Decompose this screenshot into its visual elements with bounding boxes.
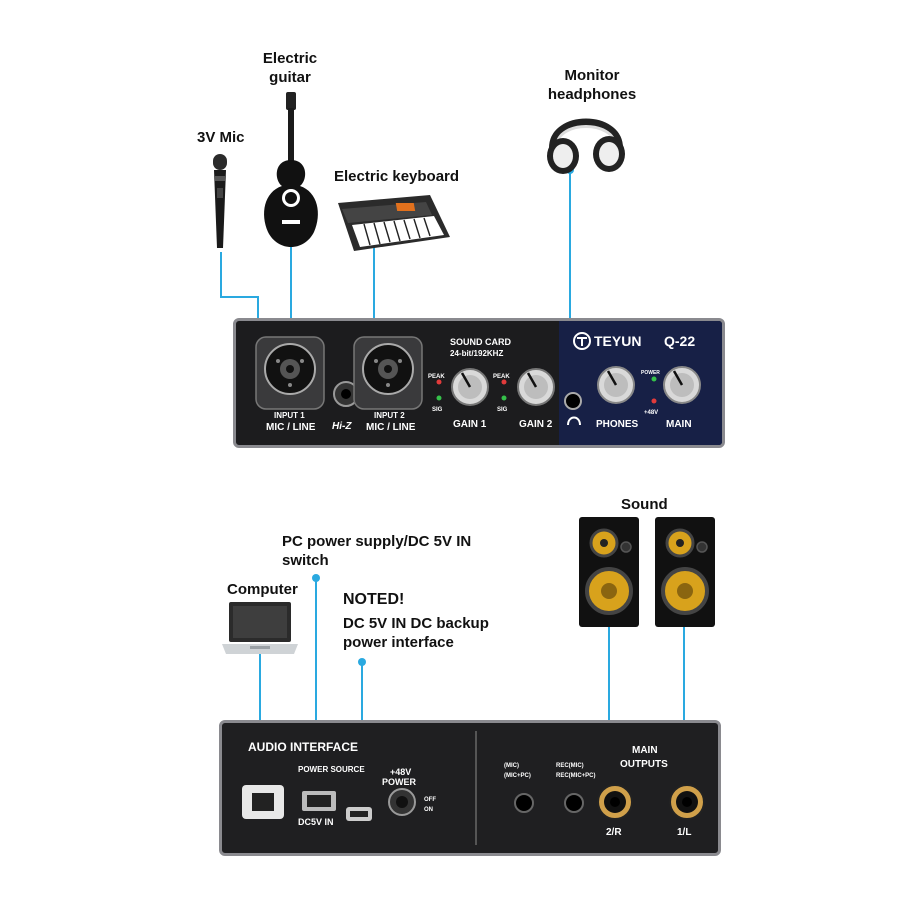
peak-led-2 xyxy=(501,379,507,385)
peak-1-text: PEAK xyxy=(428,374,445,380)
peak-2-text: PEAK xyxy=(493,374,510,380)
computer-icon xyxy=(222,602,298,654)
rec-mic-text: REC(MIC) xyxy=(556,763,584,769)
teyun-logo-icon xyxy=(573,332,591,350)
headphone-jack[interactable] xyxy=(564,392,582,410)
main-outputs-text-2: OUTPUTS xyxy=(620,759,668,770)
hi-z-text: Hi-Z xyxy=(332,421,352,432)
main-knob[interactable] xyxy=(663,366,701,404)
mode-jack-1 xyxy=(514,793,534,813)
bit-rate-text: 24-bit/192KHZ xyxy=(450,349,503,358)
headphone-symbol-icon xyxy=(567,416,581,426)
phantom-power-button[interactable] xyxy=(388,788,416,816)
connector-paths xyxy=(220,170,685,808)
audio-interface-text: AUDIO INTERFACE xyxy=(248,740,358,754)
phones-knob[interactable] xyxy=(597,366,635,404)
plus48v-text: +48V xyxy=(390,767,411,777)
phantom-led xyxy=(651,398,657,404)
power-text: POWER xyxy=(382,777,417,787)
dc-backup-label: DC 5V IN DC backup power interface xyxy=(343,615,489,651)
mic-mode-text: (MIC) xyxy=(504,763,519,769)
main-text: MAIN xyxy=(666,419,692,430)
microphone-icon xyxy=(213,154,227,248)
gain1-knob[interactable] xyxy=(451,368,489,406)
output-1l-jack[interactable] xyxy=(669,784,705,820)
on-text: ON xyxy=(424,807,433,813)
rear-panel: AUDIO INTERFACE POWER SOURCE DC5V IN +48… xyxy=(219,720,721,856)
front-panel: INPUT 1 MIC / LINE Hi-Z INPUT 2 MIC / LI… xyxy=(233,318,725,448)
headphones-icon xyxy=(547,118,625,174)
dc5v-in-text: DC5V IN xyxy=(298,817,334,827)
input1-jack[interactable] xyxy=(255,336,325,410)
off-text: OFF xyxy=(424,797,436,803)
mode-jack-2 xyxy=(564,793,584,813)
power-source-switch[interactable] xyxy=(302,791,336,811)
out-1l-text: 1/L xyxy=(677,827,691,838)
pc-power-label: PC power supply/DC 5V IN switch xyxy=(282,533,472,569)
keyboard-icon xyxy=(338,195,450,251)
power-source-text: POWER SOURCE xyxy=(298,765,365,774)
guitar-label: Electric guitar xyxy=(262,50,318,86)
brand-text: TEYUN xyxy=(594,333,641,349)
peak-led-1 xyxy=(436,379,442,385)
mic-line-1-text: MIC / LINE xyxy=(266,422,316,433)
guitar-icon xyxy=(264,92,318,247)
sig-led-2 xyxy=(501,395,507,401)
front-panel-graphics: INPUT 1 MIC / LINE Hi-Z INPUT 2 MIC / LI… xyxy=(255,332,701,433)
sig-led-1 xyxy=(436,395,442,401)
sound-card-text: SOUND CARD xyxy=(450,337,512,347)
computer-label: Computer xyxy=(227,581,298,598)
phones-text: PHONES xyxy=(596,419,639,430)
speaker-left-icon xyxy=(655,517,715,627)
headphones-label: Monitor headphones xyxy=(547,67,637,103)
mic-label: 3V Mic xyxy=(197,129,245,146)
gain2-text: GAIN 2 xyxy=(519,419,553,430)
connector-dots xyxy=(254,166,688,812)
mic-pc-mode-text: (MIC+PC) xyxy=(504,773,531,779)
input1-text: INPUT 1 xyxy=(274,411,305,420)
sig-2-text: SIG xyxy=(497,407,508,413)
gain1-text: GAIN 1 xyxy=(453,419,487,430)
phantom-led-text: +48V xyxy=(644,410,658,416)
input2-jack[interactable] xyxy=(353,336,423,410)
out-2r-text: 2/R xyxy=(606,827,622,838)
sound-label: Sound xyxy=(621,496,668,513)
model-text: Q-22 xyxy=(664,333,695,349)
dc5v-port[interactable] xyxy=(346,807,372,821)
sig-1-text: SIG xyxy=(432,407,443,413)
noted-label: NOTED! xyxy=(343,591,405,608)
input2-text: INPUT 2 xyxy=(374,411,405,420)
power-led xyxy=(651,376,657,382)
mic-line-2-text: MIC / LINE xyxy=(366,422,416,433)
usb-port[interactable] xyxy=(242,785,284,819)
speaker-right-icon xyxy=(579,517,639,627)
main-outputs-text-1: MAIN xyxy=(632,745,658,756)
power-led-text: POWER xyxy=(641,370,660,376)
rear-panel-graphics: AUDIO INTERFACE POWER SOURCE DC5V IN +48… xyxy=(242,731,705,845)
keyboard-label: Electric keyboard xyxy=(334,168,460,185)
gain2-knob[interactable] xyxy=(517,368,555,406)
rec-mic-pc-text: REC(MIC+PC) xyxy=(556,773,596,779)
output-2r-jack[interactable] xyxy=(597,784,633,820)
